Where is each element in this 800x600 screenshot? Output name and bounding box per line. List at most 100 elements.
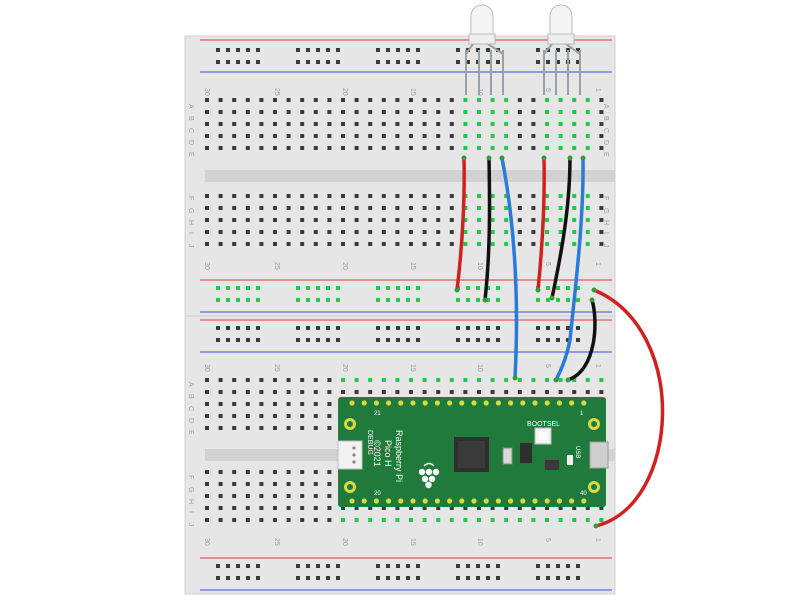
rgb-led-1[interactable] [465,4,504,95]
wire-red-1[interactable] [455,156,466,292]
rail-hole [536,564,540,568]
breadboard-hole [490,506,495,510]
breadboard-hole [422,194,427,198]
raspberry-pi-pico[interactable]: DEBUG Raspberry Pi Pico H ©2021 BOOTSEL … [337,397,609,507]
breadboard-hole [477,378,481,382]
breadboard-hole [599,146,604,150]
breadboard-hole [381,390,386,394]
raspberry-logo-icon [418,462,440,489]
wire-black-1[interactable] [483,156,492,302]
breadboard-hole [572,194,577,198]
pin-label-1: 1 [580,411,584,417]
breadboard-hole [286,414,291,418]
wire-end [486,155,492,161]
breadboard-hole [504,218,509,222]
row-letter-right: D [602,140,609,145]
rail-hole [226,286,230,290]
breadboard-hole [273,494,277,498]
rail-hole [216,326,220,330]
rail-hole [336,60,340,64]
breadboard-hole [259,146,264,150]
wire-blue-2[interactable] [568,156,585,342]
breadboard-hole [490,206,495,210]
breadboard-hole [300,378,305,382]
wire-black-3[interactable] [566,298,597,382]
upper-col-label: 30 [203,88,210,96]
breadboard-hole [517,134,522,138]
rail-hole [576,60,580,64]
wire-red-2[interactable] [536,156,546,292]
breadboard-hole [286,482,291,486]
breadboard-hole [341,506,345,510]
breadboard-hole [205,194,209,198]
rail-hole [416,48,420,52]
breadboard-hole [354,506,359,510]
breadboard-hole [354,98,359,102]
breadboard-hole [395,146,400,150]
wire-end [482,297,488,303]
breadboard-hole [463,242,468,246]
wire-blue-1[interactable] [500,156,519,380]
breadboard-hole [218,390,223,394]
breadboard-hole [585,98,590,102]
lower-col-label: 25 [273,364,280,372]
breadboard-hole [205,98,209,102]
upper-terminal-holes [205,98,604,246]
lower-col-label: 15 [409,364,416,372]
row-letter: J [187,244,194,248]
breadboard-hole [436,146,441,150]
breadboard-hole [422,110,427,114]
breadboard-hole [558,230,563,234]
breadboard-hole [449,218,454,222]
breadboard-hole [218,482,223,486]
breadboard-hole [368,194,373,198]
jumper-wires [454,155,665,529]
rail-hole [416,564,420,568]
wire-red-3[interactable] [592,288,665,528]
breadboard-hole [409,110,413,114]
breadboard-hole [259,390,264,394]
breadboard-hole [585,218,590,222]
rail-hole [536,326,540,330]
lower-col-label: 20 [341,364,348,372]
rail-hole [566,326,570,330]
breadboard-hole [259,134,264,138]
rgb-led-2[interactable] [543,4,581,95]
lower-rail-holes [216,326,580,342]
breadboard-hole [409,378,413,382]
breadboard-hole [327,218,332,222]
pico-pin [569,400,575,406]
rail-hole [236,286,240,290]
bootsel-label: BOOTSEL [527,421,560,428]
breadboard-hole [545,146,549,150]
breadboard-hole [409,146,413,150]
pico-pin [581,498,587,504]
upper-col-label: 15 [409,88,416,96]
lower-column-labels: 30 25 20 15 10 5 1 30 25 20 15 10 5 1 [203,364,601,546]
rail-hole [216,48,220,52]
breadboard-hole [368,230,373,234]
usb-label: USB [574,446,580,458]
rail-hole [226,564,230,568]
row-letter: B [187,394,194,399]
row-letter: E [187,430,194,435]
breadboard-hole [300,426,305,430]
wire-black-2[interactable] [550,156,572,300]
breadboard-hole [531,506,536,510]
breadboard-hole [259,122,264,126]
breadboard-hole [409,194,413,198]
breadboard-hole [490,218,495,222]
breadboard-hole [585,242,590,246]
breadboard-hole [477,146,481,150]
breadboard-hole [463,134,468,138]
breadboard-hole [463,378,468,382]
breadboard-hole [218,134,223,138]
breadboard-hole [259,426,264,430]
pico-pin [508,400,514,406]
breadboard-hole [354,206,359,210]
breadboard-hole [545,518,549,522]
wire-end [593,523,599,529]
breadboard-hole [409,218,413,222]
breadboard-hole [273,414,277,418]
breadboard-hole [232,426,237,430]
